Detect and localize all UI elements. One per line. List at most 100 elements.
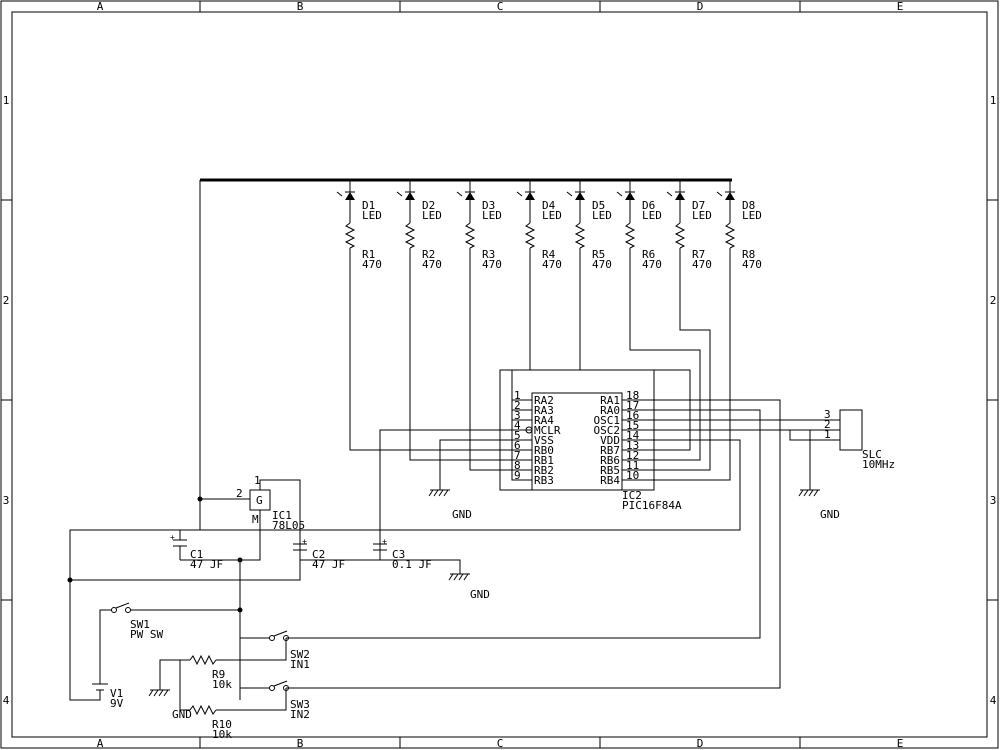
ic2-pin-name: RA3 xyxy=(534,404,554,417)
led-ref: D2 xyxy=(422,199,435,212)
col-label-top: A xyxy=(97,0,104,13)
ic1-pin-out: 1 xyxy=(254,474,261,487)
cap-gnd-wire xyxy=(300,559,461,574)
ic2-pin-name: OSC1 xyxy=(594,414,621,427)
resistor-symbol xyxy=(574,222,586,249)
ic2-pin-name: VDD xyxy=(600,434,620,447)
frame-labels: A B C D E A B C D E 1 2 3 4 1 2 3 4 xyxy=(3,0,997,750)
row-label-left: 1 xyxy=(3,94,10,107)
ra1-wire xyxy=(286,399,781,689)
gnd-label: GND xyxy=(452,508,472,521)
r10-value: 10k xyxy=(212,728,232,741)
r10-resistor: R10 10k xyxy=(189,704,232,741)
ic2-pin-name: RB2 xyxy=(534,464,554,477)
col-label-top: B xyxy=(297,0,304,13)
led-ref: D1 xyxy=(362,199,375,212)
resistor-value: 470 xyxy=(742,258,762,271)
ic2-pin-name: RA4 xyxy=(534,414,554,427)
sw1-value: PW SW xyxy=(130,628,163,641)
ic2-pin-name: RB4 xyxy=(600,474,620,487)
gnd-label: GND xyxy=(820,508,840,521)
svg-text:+: + xyxy=(170,533,175,542)
row-label-left: 3 xyxy=(3,494,10,507)
col-label-bottom: A xyxy=(97,737,104,750)
junction-dot xyxy=(197,496,203,502)
ra0-wire xyxy=(286,409,761,639)
r10-ref: R10 xyxy=(212,718,232,731)
c1-value: 47 JF xyxy=(190,558,223,571)
ic2-pin-name: RB3 xyxy=(534,474,554,487)
r9-value: 10k xyxy=(212,678,232,691)
led-value: LED xyxy=(362,209,382,222)
vcc-rail-wire xyxy=(199,180,741,531)
gnd-label: GND xyxy=(470,588,490,601)
resistor-ref: R6 xyxy=(642,248,655,261)
gnd-symbol: GND xyxy=(448,573,490,601)
c2-capacitor: + C2 47 JF xyxy=(293,537,345,571)
sw3-value: IN2 xyxy=(290,708,310,721)
col-label-bottom: E xyxy=(897,737,904,750)
c2-ref: C2 xyxy=(312,548,325,561)
gnd-symbol: GND xyxy=(148,689,192,721)
col-label-top: C xyxy=(497,0,504,13)
resistor-symbol xyxy=(464,222,476,249)
led-value: LED xyxy=(642,209,662,222)
ic2-pin-number: 7 xyxy=(514,449,521,462)
resistor-ref: R4 xyxy=(542,248,556,261)
c1-ref: C1 xyxy=(190,548,203,561)
ic1-out-wire xyxy=(70,479,301,581)
sw2-value: IN1 xyxy=(290,658,310,671)
row-label-right: 4 xyxy=(990,694,997,707)
sw-common-wire xyxy=(239,610,270,689)
resistor-value: 470 xyxy=(642,258,662,271)
resistor-value: 470 xyxy=(592,258,612,271)
col-label-bottom: B xyxy=(297,737,304,750)
ic2-pin-name: RB6 xyxy=(600,454,620,467)
led-diode-symbol xyxy=(456,191,475,200)
led-ref: D8 xyxy=(742,199,755,212)
gnd-symbol: GND xyxy=(798,489,840,521)
slc-ref: SLC xyxy=(862,448,882,461)
gnd-label: GND xyxy=(172,708,192,721)
row-label-left: 2 xyxy=(3,294,10,307)
ic2-pin-number: 15 xyxy=(626,419,639,432)
resistor-ref: R2 xyxy=(422,248,435,261)
ic2-pin-number: 1 xyxy=(514,389,521,402)
row-label-right: 2 xyxy=(990,294,997,307)
resistor-symbol xyxy=(344,222,356,249)
ic2-pin-name: RA2 xyxy=(534,394,554,407)
ic2-ref: IC2 xyxy=(622,489,642,502)
row-label-right: 1 xyxy=(990,94,997,107)
led-ref: D7 xyxy=(692,199,705,212)
resistor-value: 470 xyxy=(692,258,712,271)
mclr-wire xyxy=(379,429,532,560)
sw1-ref: SW1 xyxy=(130,618,150,631)
led-resistor-array: D1LEDR1470D2LEDR2470D3LEDR3470D4LEDR4470… xyxy=(336,180,762,271)
sw2-ref: SW2 xyxy=(290,648,310,661)
led-value: LED xyxy=(542,209,562,222)
v1-battery: V1 9V xyxy=(92,683,124,710)
resistor-ref: R1 xyxy=(362,248,375,261)
resistor-ref: R3 xyxy=(482,248,495,261)
gnd-symbol: GND xyxy=(428,489,472,521)
sw1-switch: SW1 PW SW xyxy=(111,602,163,641)
led-diode-symbol xyxy=(336,191,355,200)
led-ref: D4 xyxy=(542,199,556,212)
ic2-pin-name: RB0 xyxy=(534,444,554,457)
ic2-pin-name: OSC2 xyxy=(594,424,621,437)
resistor-value: 470 xyxy=(542,258,562,271)
ic2-pin-name: RB1 xyxy=(534,454,554,467)
slc-resonator: 3 2 1 SLC 10MHz xyxy=(824,408,895,471)
resistor-value: 470 xyxy=(362,258,382,271)
ic2-pin-name: RA1 xyxy=(600,394,620,407)
ic2-pin-number: 2 xyxy=(514,399,521,412)
ic2-pin-name: VSS xyxy=(534,434,554,447)
